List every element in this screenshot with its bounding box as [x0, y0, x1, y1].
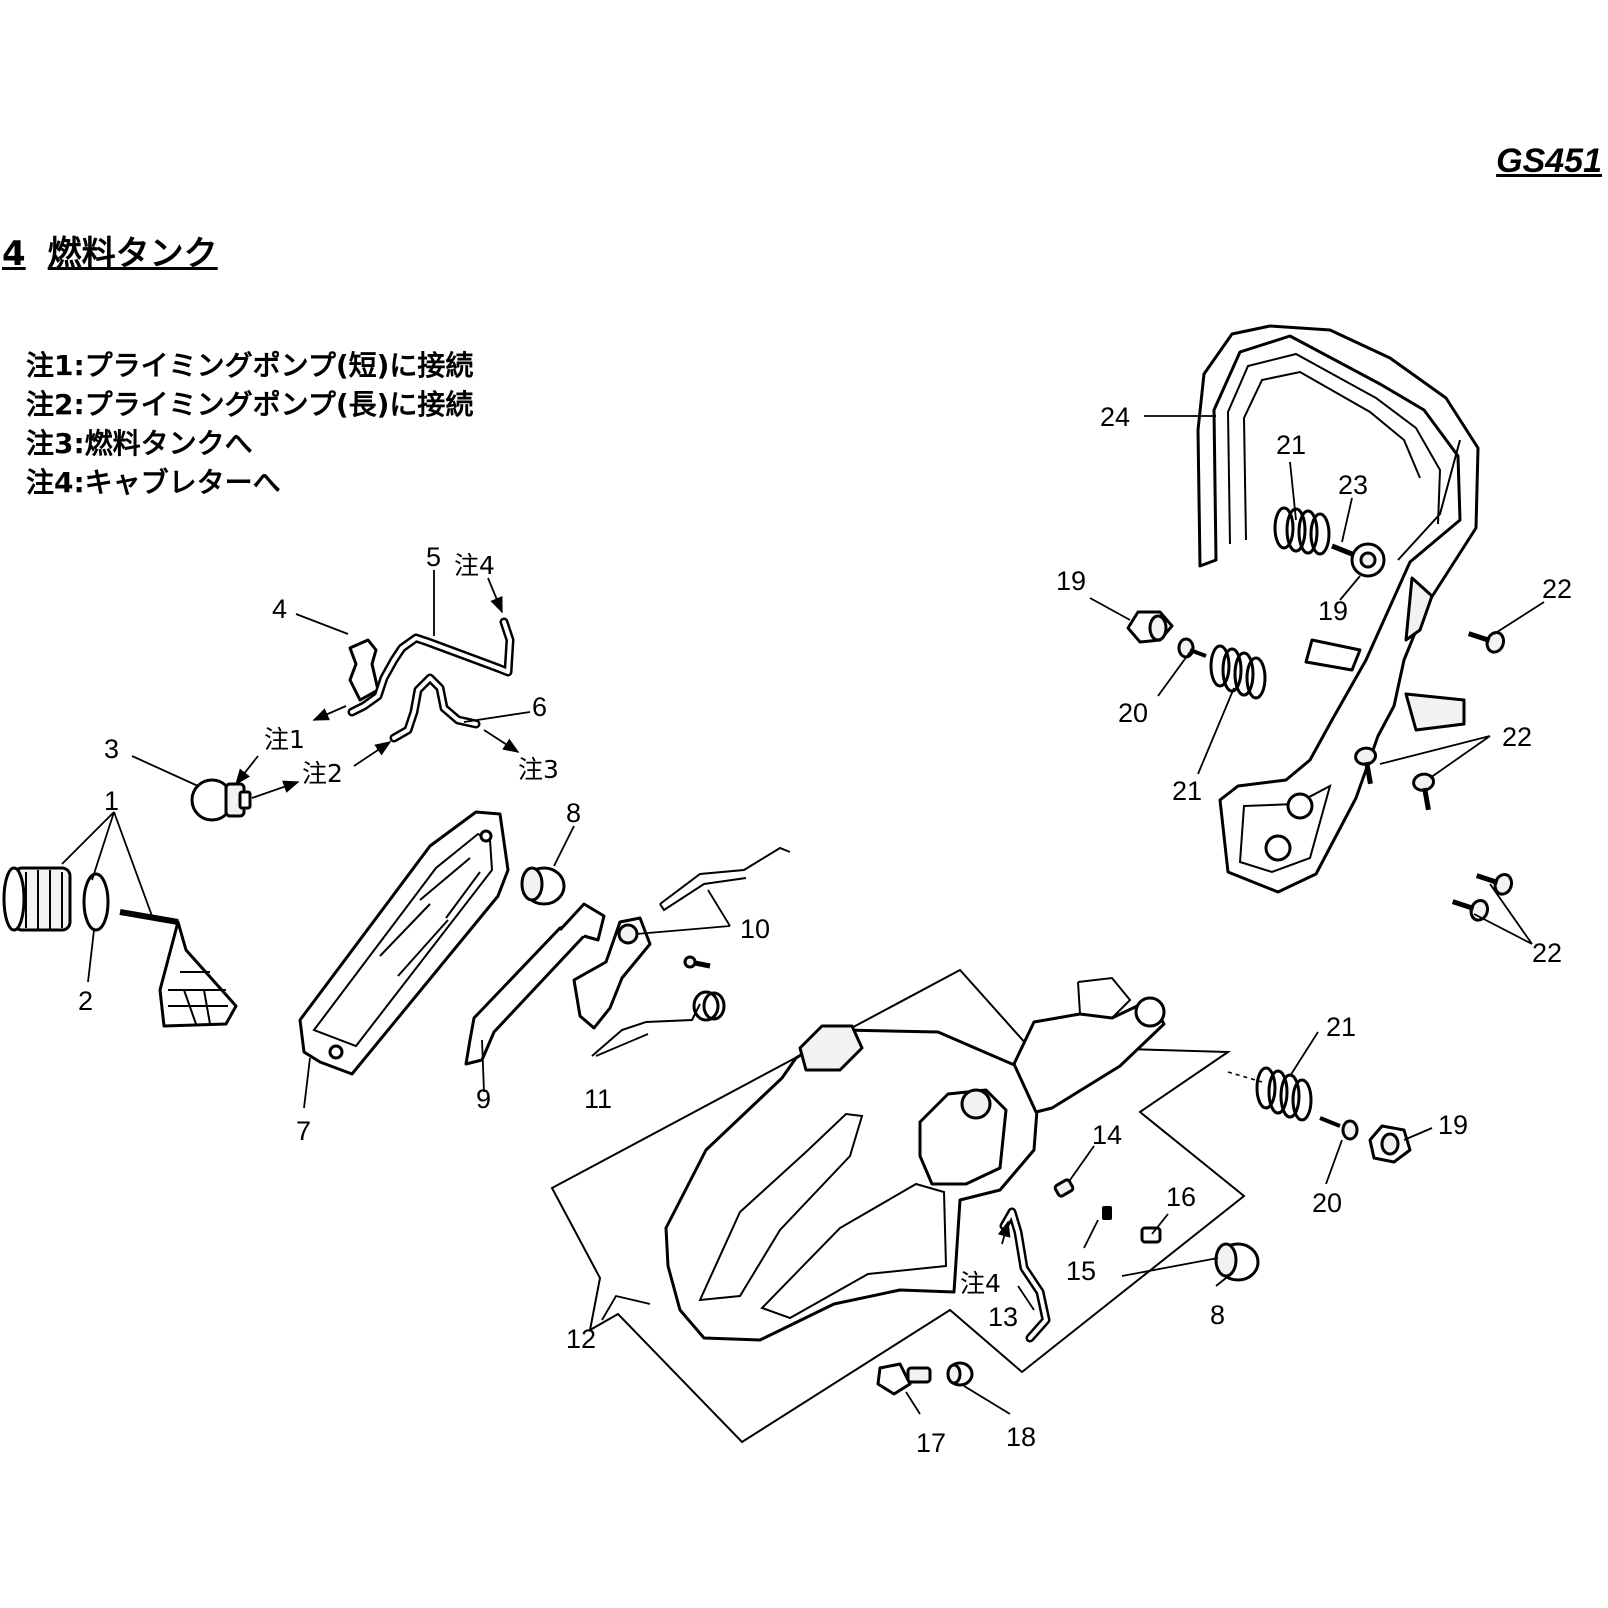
- callout-3: 3: [104, 734, 119, 764]
- mount-part-19c: [1368, 1124, 1412, 1164]
- callout-12: 12: [566, 1324, 596, 1354]
- mount-part-19b: [1126, 610, 1174, 644]
- note-2: 注2:プライミングポンプ(長)に接続: [26, 388, 474, 421]
- callout-23: 23: [1338, 470, 1368, 500]
- callout-6: 6: [532, 692, 547, 722]
- spring-part-21b: [1209, 644, 1267, 700]
- fuel-hose-5: [347, 617, 515, 717]
- front-handle-part-24: [1196, 324, 1480, 894]
- note-1: 注1:プライミングポンプ(短)に接続: [26, 349, 474, 382]
- grommet-part-18: [946, 1361, 974, 1387]
- callout-13: 13: [988, 1302, 1018, 1332]
- screw-parts-22: [1354, 630, 1514, 922]
- section-number: 4: [2, 234, 26, 274]
- section-heading: 4 燃料タンク: [2, 226, 218, 275]
- fuel-tank-part-12: [664, 976, 1166, 1342]
- callout-4: 4: [272, 594, 287, 624]
- notes-list: 注1:プライミングポンプ(短)に接続 注2:プライミングポンプ(長)に接続 注3…: [26, 346, 473, 502]
- spring-part-21c: [1255, 1066, 1313, 1122]
- callout-14: 14: [1092, 1120, 1122, 1150]
- bolt-part-23: [1331, 543, 1353, 557]
- callout-8b: 8: [1210, 1300, 1225, 1330]
- leader-lines: [61, 415, 1545, 1415]
- callout-21b: 21: [1172, 776, 1202, 806]
- primer-bulb-part: [190, 778, 252, 822]
- callout-8a: 8: [566, 798, 581, 828]
- callout-11: 11: [584, 1084, 612, 1114]
- callout-labels: 1 2 3 4 5 6 7 8 8 9 10 11 12 13 14 15 16…: [78, 402, 1572, 1458]
- callout-20a: 20: [1118, 698, 1148, 728]
- callout-19b: 19: [1318, 596, 1348, 626]
- note-callout-2: 注2: [302, 759, 343, 788]
- callout-19c: 19: [1438, 1110, 1468, 1140]
- damper-part-8a: [520, 866, 566, 906]
- grommet-part-4: [348, 638, 380, 702]
- note-arrows: [234, 577, 1011, 1245]
- o-ring-part: [82, 872, 110, 932]
- throttle-spring-part-11: [591, 990, 726, 1057]
- note-4: 注4:キャブレターへ: [26, 466, 281, 499]
- callout-16: 16: [1166, 1182, 1196, 1212]
- bolt-part-20b: [1319, 1116, 1359, 1141]
- note-callout-1: 注1: [264, 725, 305, 754]
- mount-part-19a: [1350, 542, 1386, 578]
- callout-15: 15: [1066, 1256, 1096, 1286]
- fitting-part-17: [876, 1362, 932, 1396]
- callout-9: 9: [476, 1084, 491, 1114]
- plug-part-15: [1102, 1206, 1112, 1220]
- callout-10: 10: [740, 914, 770, 944]
- assembly-axis-line: [1227, 1071, 1263, 1083]
- damper-part-8b: [1214, 1242, 1260, 1282]
- fuel-hose-6: [389, 673, 481, 743]
- callout-21c: 21: [1326, 1012, 1356, 1042]
- callout-22c: 22: [1532, 938, 1562, 968]
- bolt-part-20a: [1177, 637, 1207, 659]
- throttle-lock-part-10: [572, 846, 791, 1030]
- callout-22b: 22: [1502, 722, 1532, 752]
- return-hose-part-13: [999, 1207, 1051, 1343]
- callout-1: 1: [104, 786, 119, 816]
- callout-20b: 20: [1312, 1188, 1342, 1218]
- callout-17: 17: [916, 1428, 946, 1458]
- throttle-lever-part-9: [464, 902, 606, 1066]
- callout-5: 5: [426, 542, 441, 572]
- section-title: 燃料タンク: [47, 234, 218, 274]
- callout-2: 2: [78, 986, 93, 1016]
- callout-19a: 19: [1056, 566, 1086, 596]
- fuel-cap-part: [2, 866, 72, 932]
- callout-21a: 21: [1276, 430, 1306, 460]
- grommet-part-16: [1140, 1226, 1162, 1244]
- spring-part-21a: [1273, 506, 1331, 556]
- callout-24: 24: [1100, 402, 1130, 432]
- note-callout-4a: 注4: [454, 551, 495, 580]
- fuel-strainer-part: [119, 909, 238, 1028]
- note-3: 注3:燃料タンクへ: [26, 427, 253, 460]
- callout-22a: 22: [1542, 574, 1572, 604]
- tank-cover-part-7: [298, 810, 510, 1076]
- callout-7: 7: [296, 1116, 311, 1146]
- note-callout-4b: 注4: [960, 1269, 1001, 1298]
- filter-part-14: [1053, 1178, 1075, 1198]
- callout-18: 18: [1006, 1422, 1036, 1452]
- model-number: GS451: [1496, 142, 1602, 180]
- note-callout-3: 注3: [518, 755, 559, 784]
